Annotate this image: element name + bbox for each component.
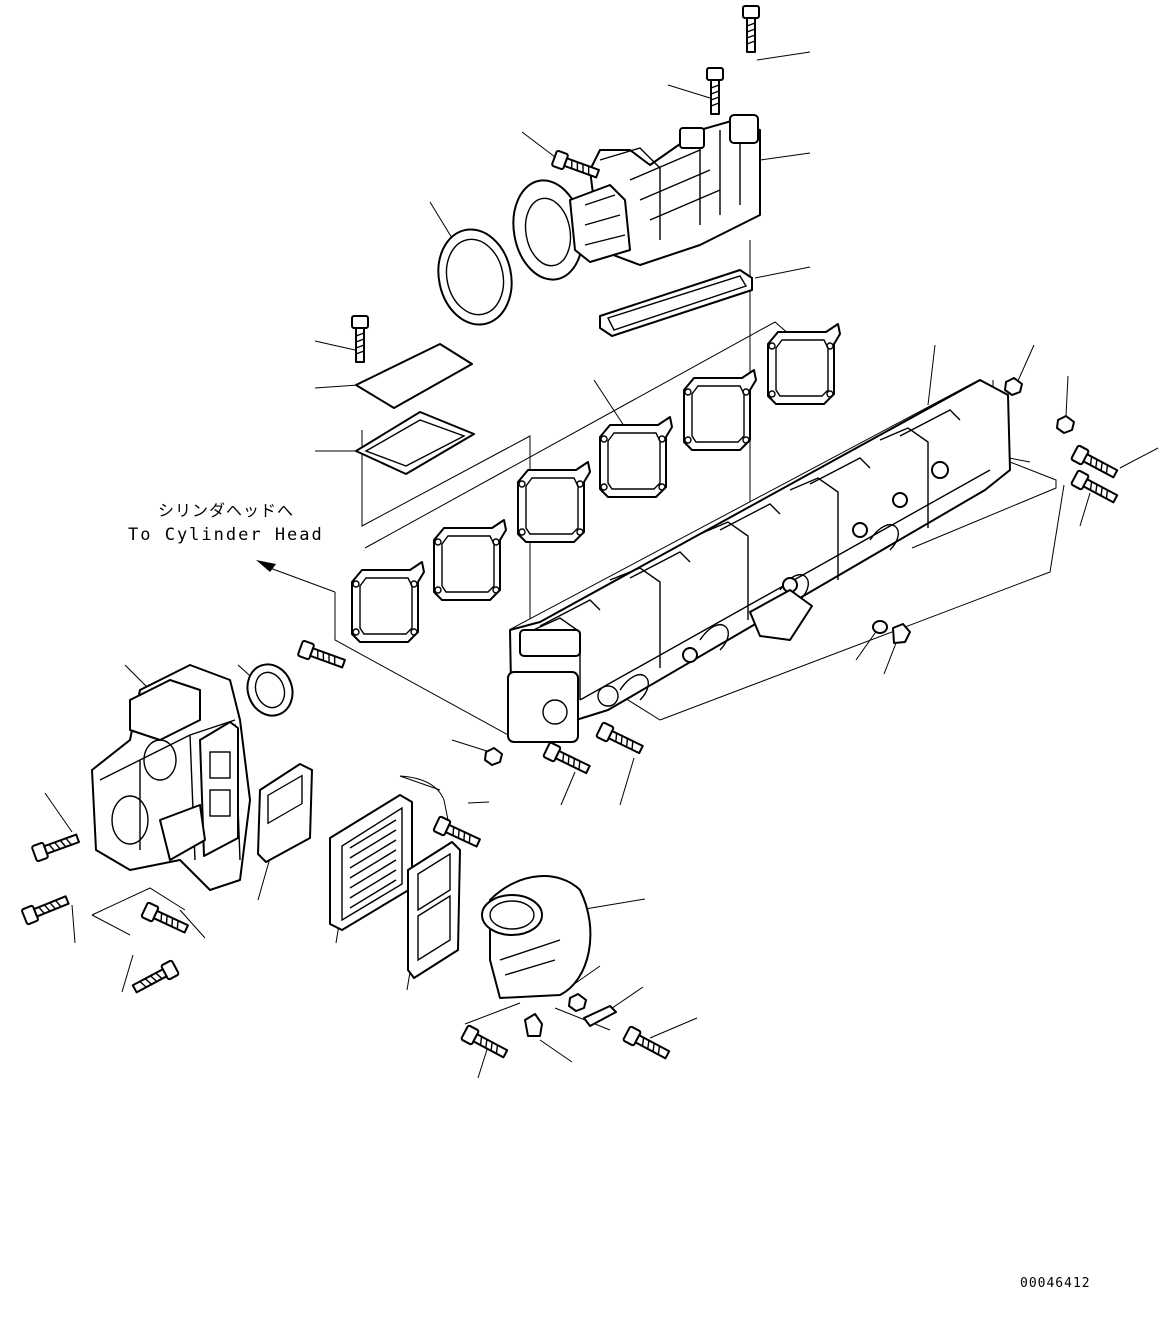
figure-id: 00046412 <box>1020 1276 1091 1291</box>
cylinder-head-note-english: To Cylinder Head <box>128 525 324 545</box>
outlet-elbow <box>459 875 673 1063</box>
cylinder-head-note-japanese: シリンダヘッドへ <box>158 501 295 520</box>
lower-center-bolts <box>484 721 646 778</box>
lower-covers <box>329 775 483 979</box>
right-bolts <box>1004 377 1121 507</box>
left-housing-assembly <box>20 639 348 997</box>
upper-housing-assembly <box>351 5 761 475</box>
exhaust-manifold <box>507 379 1011 743</box>
